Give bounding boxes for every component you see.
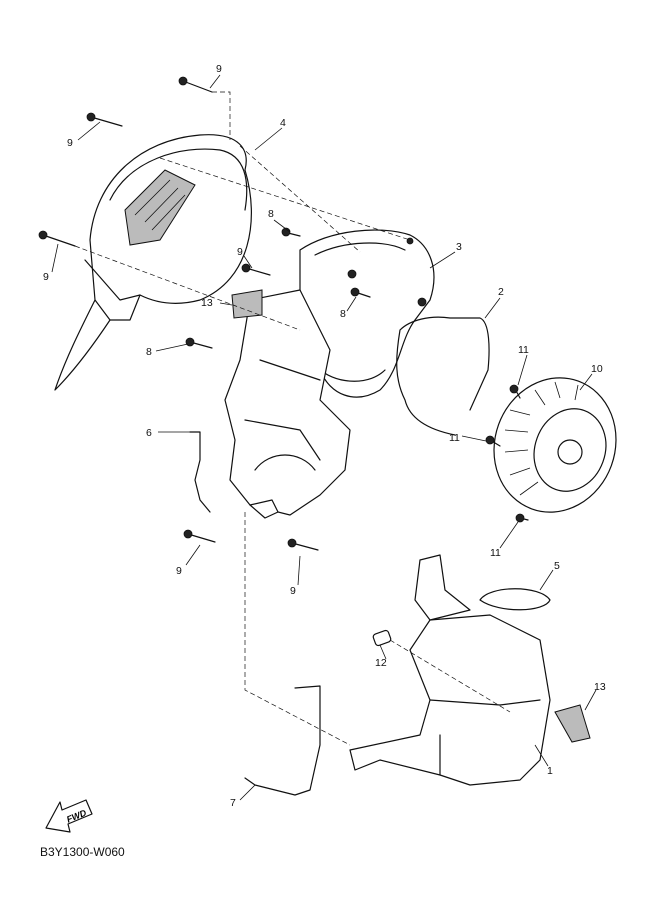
callout-10: 10 bbox=[591, 363, 603, 375]
callout-12: 12 bbox=[375, 657, 387, 669]
callout-5: 5 bbox=[554, 560, 560, 572]
callout-3: 3 bbox=[456, 241, 462, 253]
flywheel-fan-part-10 bbox=[493, 377, 617, 513]
diagram-code: B3Y1300-W060 bbox=[40, 845, 125, 859]
alignment-lines bbox=[74, 91, 511, 746]
callout-9: 9 bbox=[176, 565, 182, 577]
callout-2: 2 bbox=[498, 286, 504, 298]
callout-13: 13 bbox=[201, 297, 213, 309]
callout-9: 9 bbox=[67, 137, 73, 149]
pad-part-13 bbox=[231, 289, 263, 319]
callout-9: 9 bbox=[290, 585, 296, 597]
pipe-part-7 bbox=[244, 685, 321, 796]
bracket-part-6 bbox=[189, 431, 211, 513]
callout-6: 6 bbox=[146, 427, 152, 439]
leader-lines bbox=[51, 74, 597, 801]
fwd-arrow-icon: FWD bbox=[45, 799, 93, 833]
callout-8: 8 bbox=[268, 208, 274, 220]
callout-11: 11 bbox=[518, 344, 529, 356]
pad-part-13-lower bbox=[554, 704, 591, 743]
callout-9: 9 bbox=[237, 246, 243, 258]
hose-part-2 bbox=[396, 316, 490, 436]
callout-labels: 9 9 4 8 3 9 9 13 8 2 8 11 10 11 6 11 9 9… bbox=[43, 63, 606, 809]
callout-1: 1 bbox=[547, 765, 553, 777]
collar-part-12 bbox=[372, 629, 392, 647]
callout-7: 7 bbox=[230, 797, 236, 809]
callout-13: 13 bbox=[594, 681, 606, 693]
callout-4: 4 bbox=[280, 117, 286, 129]
callout-11: 11 bbox=[449, 432, 460, 444]
fan-cover-part-4 bbox=[54, 134, 252, 391]
shroud-part-3 bbox=[299, 229, 435, 398]
lower-duct-part-1 bbox=[349, 554, 551, 786]
callout-9: 9 bbox=[216, 63, 222, 75]
callout-9: 9 bbox=[43, 271, 49, 283]
air-guide bbox=[224, 289, 351, 519]
callout-8: 8 bbox=[146, 346, 152, 358]
callout-8: 8 bbox=[340, 308, 346, 320]
callout-11: 11 bbox=[490, 547, 501, 559]
